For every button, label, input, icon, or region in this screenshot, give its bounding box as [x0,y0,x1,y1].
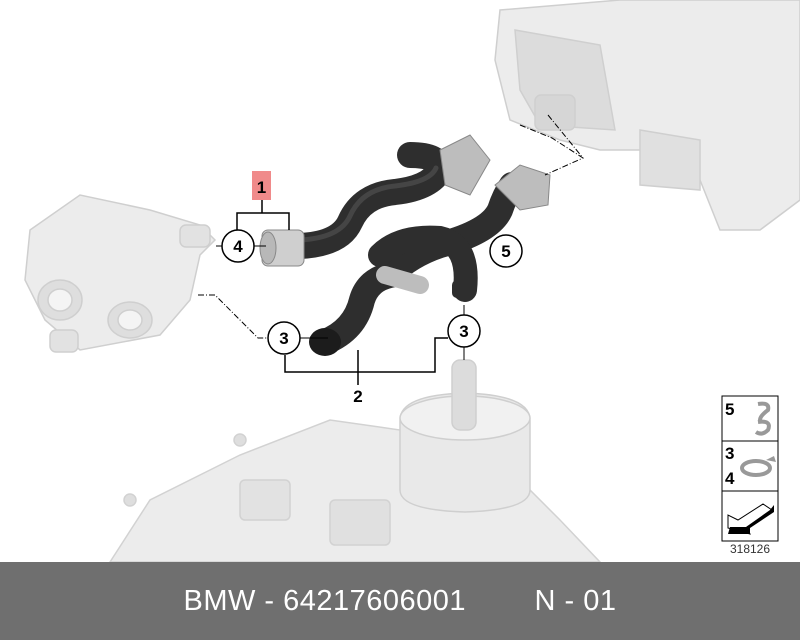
arrow-icon [727,503,774,535]
bracket-1 [236,200,290,230]
reference-number: 318126 [730,542,770,556]
svg-text:5: 5 [501,242,510,261]
leader-dashed-top [519,114,585,176]
coolant-hose-1 [287,142,454,259]
leader-dashed [198,294,268,339]
bracket-2 [284,337,448,385]
callout-5[interactable]: 5 [489,234,523,268]
callout-4[interactable]: 4 [221,229,255,263]
callout-1[interactable]: 1 [257,178,266,197]
ghost-heater-housing [494,0,800,231]
parts-diagram: 1 4 5 3 3 2 5 3 4 [24,0,800,562]
footer-bar: BMW - 64217606001 N - 01 [0,562,800,640]
footer-brand: BMW [183,584,256,617]
svg-text:4: 4 [233,237,243,256]
legend-num-5: 5 [725,400,734,419]
spring-clip-icon [754,401,771,436]
hose-clamp-icon [740,456,776,477]
part-1-highlight[interactable] [252,171,271,200]
callout-3a[interactable]: 3 [267,321,301,355]
legend-num-3: 3 [725,444,734,463]
callout-2[interactable]: 2 [353,387,362,406]
hose-connectors [259,134,551,298]
ghost-oil-filter-housing [399,359,531,513]
ghost-engine-block [109,419,602,562]
coolant-hose-2 [309,172,525,356]
ghost-thermostat-housing [24,194,217,353]
legend-num-4: 4 [725,469,735,488]
svg-text:3: 3 [459,322,468,341]
footer-part-number: 64217606001 [283,584,467,617]
legend-box: 5 3 4 [721,395,779,542]
footer-position: N - 01 [534,584,617,617]
svg-text:3: 3 [279,329,288,348]
callout-3b[interactable]: 3 [447,314,481,348]
